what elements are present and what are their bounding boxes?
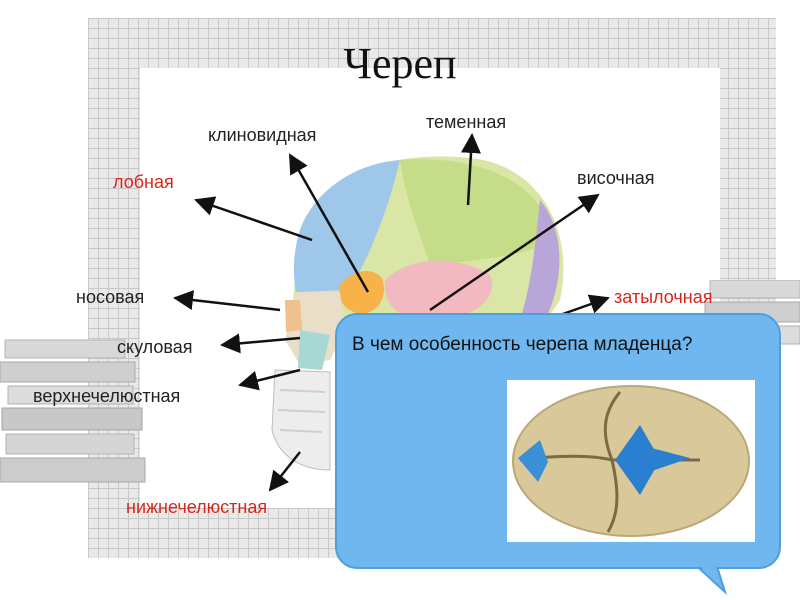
infant-skull-image	[0, 0, 800, 600]
